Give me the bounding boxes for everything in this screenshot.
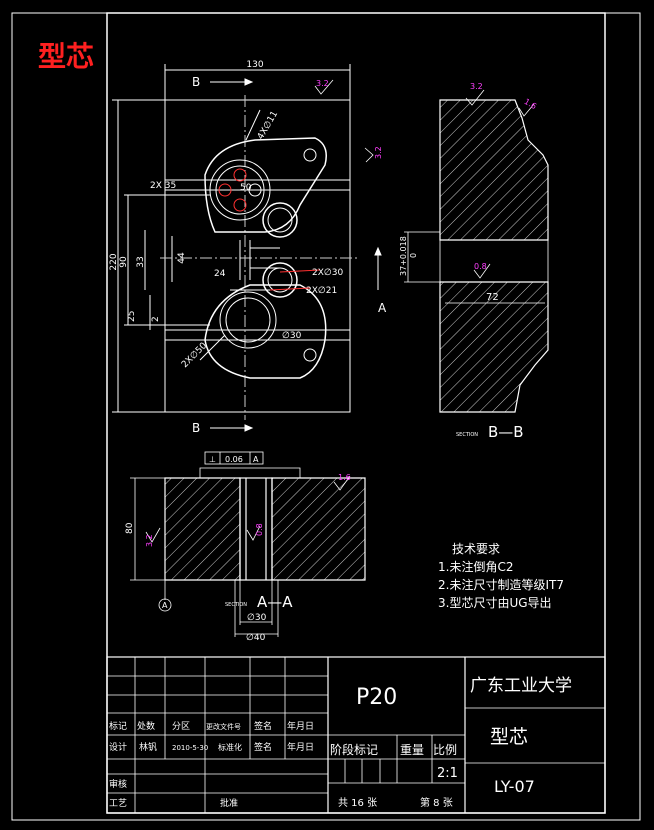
note-1: 1.未注倒角C2 <box>438 559 513 574</box>
svg-text:3.2: 3.2 <box>470 82 483 91</box>
technical-notes: 技术要求 1.未注倒角C2 2.未注尺寸制造等级IT7 3.型芯尺寸由UG导出 <box>438 542 564 610</box>
svg-text:B: B <box>192 421 200 435</box>
svg-text:林钒: 林钒 <box>139 741 157 753</box>
svg-text:2010-5-30: 2010-5-30 <box>172 744 208 752</box>
svg-text:标准化: 标准化 <box>218 742 242 752</box>
svg-text:2X∅21: 2X∅21 <box>306 286 337 296</box>
roughness-symbols-main: 3.2 3.2 <box>314 79 383 163</box>
svg-text:130: 130 <box>246 60 263 70</box>
svg-text:签名: 签名 <box>254 741 272 753</box>
svg-text:3.2: 3.2 <box>374 146 383 159</box>
svg-text:1.6: 1.6 <box>338 473 351 482</box>
section-bb-text: 3.2 1.6 0.8 37+0.018 0 72 SECTION B—B <box>399 82 538 441</box>
svg-text:SECTION: SECTION <box>456 432 478 438</box>
svg-text:批准: 批准 <box>220 797 238 809</box>
title-block-text: P20 广东工业大学 型芯 LY-07 阶段标记 重量 比例 2:1 共 16 … <box>109 676 572 809</box>
svg-text:33: 33 <box>136 256 146 267</box>
svg-text:72: 72 <box>486 292 499 303</box>
main-view <box>112 64 382 432</box>
drawing-number: P20 <box>356 685 397 710</box>
svg-text:0: 0 <box>409 253 418 258</box>
svg-text:∅40: ∅40 <box>246 633 266 643</box>
svg-text:更改文件号: 更改文件号 <box>206 722 241 731</box>
section-aa-text: ⊥ 0.06 A 80 3.2 0.8 1.6 A SECTION A—A ∅3… <box>125 455 351 643</box>
note-3: 3.型芯尺寸由UG导出 <box>438 596 552 610</box>
svg-text:0.8: 0.8 <box>255 523 264 536</box>
weight-label: 重量 <box>400 743 424 757</box>
scale-value: 2:1 <box>437 766 458 781</box>
svg-text:25: 25 <box>127 311 137 322</box>
svg-text:处数: 处数 <box>137 720 155 732</box>
section-bb <box>404 89 549 413</box>
section-aa <box>130 451 366 637</box>
svg-text:2: 2 <box>151 316 161 322</box>
stage-mark-label: 阶段标记 <box>330 742 378 757</box>
svg-text:3.2: 3.2 <box>316 79 329 88</box>
svg-text:44: 44 <box>177 252 187 264</box>
svg-text:A—A: A—A <box>257 593 293 611</box>
university-name: 广东工业大学 <box>470 676 572 696</box>
main-view-dims: 130 B B A 220 90 33 44 2X 35 50 4X∅11 24… <box>109 60 387 435</box>
svg-text:2X∅30: 2X∅30 <box>312 268 343 278</box>
svg-text:2X 35: 2X 35 <box>150 181 176 191</box>
svg-text:A: A <box>253 455 259 464</box>
notes-heading: 技术要求 <box>452 542 500 556</box>
svg-text:标记: 标记 <box>109 720 127 732</box>
svg-text:年月日: 年月日 <box>287 741 314 753</box>
svg-text:0.8: 0.8 <box>474 262 487 271</box>
svg-text:设计: 设计 <box>109 741 127 753</box>
title-block <box>106 656 606 814</box>
svg-text:B: B <box>192 75 200 89</box>
scale-label: 比例 <box>433 743 457 757</box>
svg-text:3.2: 3.2 <box>145 534 154 547</box>
note-2: 2.未注尺寸制造等级IT7 <box>438 577 564 592</box>
sheet-number: 第 8 张 <box>420 796 453 809</box>
drawing-title: 型芯 <box>38 40 94 73</box>
svg-text:4X∅11: 4X∅11 <box>256 109 280 141</box>
part-name: 型芯 <box>490 726 528 748</box>
svg-text:B—B: B—B <box>488 423 524 441</box>
svg-text:37+0.018: 37+0.018 <box>399 236 408 276</box>
svg-text:A: A <box>162 601 168 610</box>
svg-text:∅30: ∅30 <box>282 331 302 341</box>
svg-text:SECTION: SECTION <box>225 602 247 608</box>
svg-text:⊥: ⊥ <box>209 455 216 464</box>
svg-text:工艺: 工艺 <box>109 798 127 809</box>
svg-text:80: 80 <box>125 522 135 534</box>
svg-text:审核: 审核 <box>109 778 127 790</box>
drawing-code: LY-07 <box>494 777 535 796</box>
svg-text:24: 24 <box>214 269 226 279</box>
svg-text:签名: 签名 <box>254 720 272 732</box>
svg-text:∅30: ∅30 <box>247 613 267 623</box>
svg-text:分区: 分区 <box>172 721 190 732</box>
svg-text:50: 50 <box>240 183 252 193</box>
svg-text:A: A <box>378 301 387 315</box>
svg-text:220: 220 <box>109 253 119 270</box>
total-sheets: 共 16 张 <box>338 797 377 809</box>
svg-text:1.6: 1.6 <box>523 97 539 111</box>
svg-text:90: 90 <box>119 256 129 268</box>
svg-text:年月日: 年月日 <box>287 720 314 732</box>
outer-frame <box>11 12 641 821</box>
svg-text:0.06: 0.06 <box>225 455 243 464</box>
